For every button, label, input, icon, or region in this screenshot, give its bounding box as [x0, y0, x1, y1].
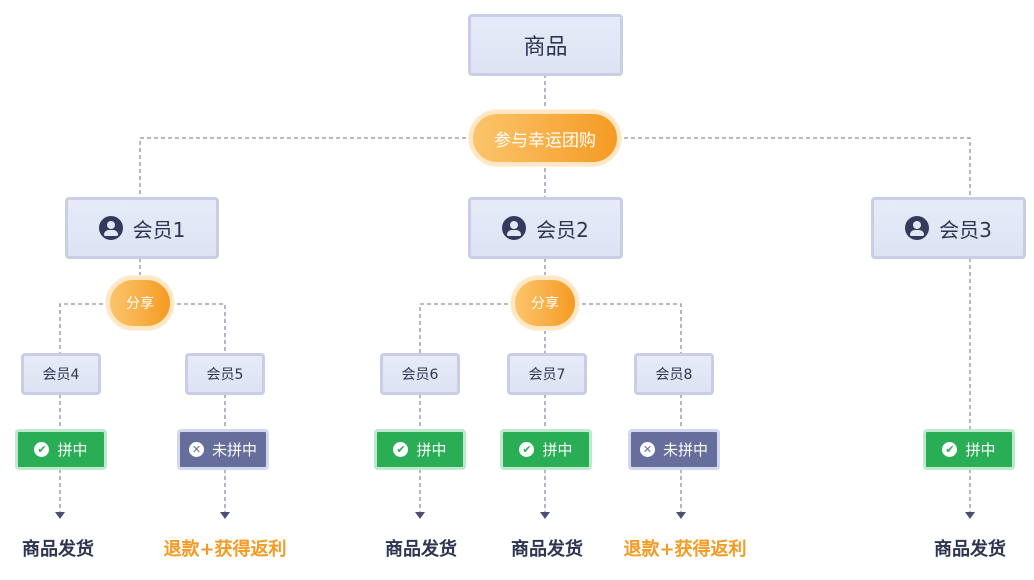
- join-group-buy-pill: 参与幸运团购: [469, 110, 621, 166]
- arrowhead: [220, 512, 230, 519]
- member-8-label: 会员8: [655, 367, 693, 383]
- member-2-node: 会员2: [468, 197, 623, 259]
- check-circle-icon: ✔: [34, 442, 50, 457]
- status-label: 拼中: [542, 441, 573, 459]
- outcome-ship-m4: 商品发货: [22, 539, 94, 560]
- check-circle-icon: ✔: [519, 442, 535, 457]
- status-success-m7: ✔ 拼中: [500, 429, 592, 470]
- member-8-node: 会员8: [634, 353, 714, 395]
- user-avatar-icon: [98, 216, 123, 240]
- join-group-buy-label: 参与幸运团购: [494, 130, 596, 151]
- status-label: 未拼中: [211, 441, 257, 459]
- x-circle-icon: ✕: [188, 442, 204, 457]
- product-label: 商品: [523, 35, 568, 60]
- status-success-m3: ✔ 拼中: [923, 429, 1015, 470]
- member-7-label: 会员7: [528, 367, 566, 383]
- arrowhead: [55, 512, 65, 519]
- outcome-ship-m7: 商品发货: [511, 539, 583, 560]
- member-5-node: 会员5: [185, 353, 265, 395]
- user-avatar-icon: [905, 216, 930, 240]
- member-1-node: 会员1: [65, 197, 219, 259]
- outcome-refund-m8: 退款+获得返利: [623, 539, 747, 560]
- member-4-node: 会员4: [21, 353, 101, 395]
- member-1-label: 会员1: [132, 217, 186, 242]
- status-success-m4: ✔ 拼中: [15, 429, 107, 470]
- member-5-label: 会员5: [206, 367, 244, 383]
- share-label: 分享: [531, 296, 559, 312]
- member-6-label: 会员6: [401, 367, 439, 383]
- share-pill-left: 分享: [106, 276, 174, 330]
- member-4-label: 会员4: [42, 367, 80, 383]
- outcome-refund-m5: 退款+获得返利: [163, 539, 287, 560]
- check-circle-icon: ✔: [393, 442, 409, 457]
- status-label: 拼中: [965, 441, 996, 459]
- user-avatar-icon: [502, 216, 527, 240]
- member-6-node: 会员6: [380, 353, 460, 395]
- member-3-node: 会员3: [871, 197, 1026, 259]
- member-3-label: 会员3: [939, 217, 992, 242]
- share-label: 分享: [126, 296, 154, 312]
- share-pill-center: 分享: [511, 276, 579, 330]
- member-2-label: 会员2: [536, 217, 589, 242]
- arrowhead: [965, 512, 975, 519]
- outcome-ship-m3: 商品发货: [934, 539, 1006, 560]
- arrowhead: [676, 512, 686, 519]
- check-circle-icon: ✔: [942, 442, 958, 457]
- member-7-node: 会员7: [507, 353, 587, 395]
- status-label: 拼中: [416, 441, 447, 459]
- outcome-ship-m6: 商品发货: [385, 539, 457, 560]
- product-node: 商品: [468, 14, 623, 76]
- x-circle-icon: ✕: [639, 442, 655, 457]
- status-label: 未拼中: [662, 441, 708, 459]
- status-fail-m8: ✕ 未拼中: [628, 429, 720, 470]
- status-success-m6: ✔ 拼中: [374, 429, 466, 470]
- status-label: 拼中: [57, 441, 88, 459]
- arrowhead: [540, 512, 550, 519]
- arrowhead: [415, 512, 425, 519]
- status-fail-m5: ✕ 未拼中: [177, 429, 269, 470]
